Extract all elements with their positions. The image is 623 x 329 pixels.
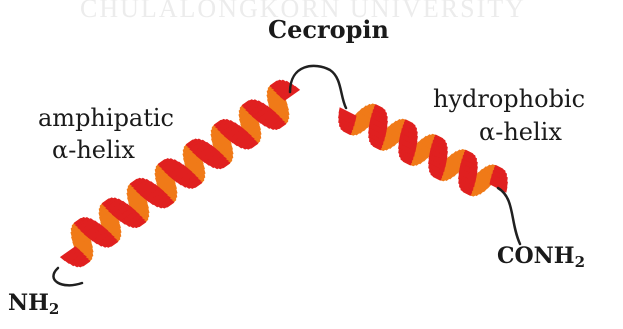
n-terminus-label: NH2 xyxy=(8,290,59,318)
diagram-title: Cecropin xyxy=(268,15,389,44)
hydrophobic-helix-label: α-helix xyxy=(479,118,562,146)
amphipatic-helix-label: α-helix xyxy=(52,136,135,164)
hydrophobic-label: hydrophobic xyxy=(433,85,585,113)
n-terminal-tail xyxy=(53,268,82,285)
c-terminus-label: CONH2 xyxy=(497,243,585,271)
amphipatic-label: amphipatic xyxy=(38,104,174,132)
c-terminal-tail xyxy=(498,188,520,244)
hinge-loop xyxy=(290,66,346,108)
